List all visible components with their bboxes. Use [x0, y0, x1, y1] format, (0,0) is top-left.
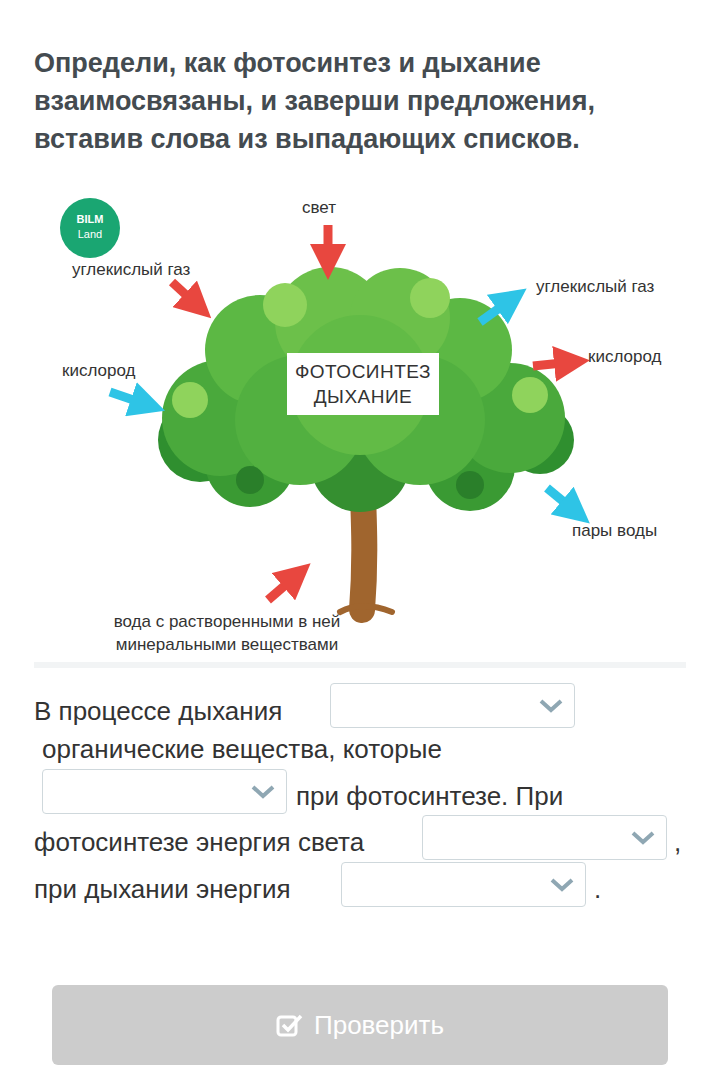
node-text: ФОТОСИНТЕЗ ДЫХАНИЕ: [291, 359, 435, 409]
diagram-label: свет: [302, 198, 336, 218]
sentence-text: ,: [674, 827, 681, 858]
diagram-label: вода с растворенными в ней минеральными …: [57, 610, 397, 656]
check-button: Проверить: [52, 985, 668, 1065]
dropdown: [341, 862, 586, 907]
sentence-text: органические вещества, которые: [42, 734, 442, 765]
logo-circle: [60, 198, 120, 258]
process-box: ФОТОСИНТЕЗ ДЫХАНИЕ: [287, 353, 439, 415]
dropdown: [422, 815, 667, 860]
diagram-label: углекислый газ: [72, 260, 190, 280]
sentence-text: В процессе дыхания: [34, 696, 282, 727]
dropdown: [330, 683, 575, 728]
title: Определи, как фотосинтез и дыхание взаим…: [34, 44, 684, 158]
diagram-label: углекислый газ: [536, 277, 654, 297]
diagram-label: кислород: [588, 347, 661, 367]
diagram-label: пары воды: [572, 521, 657, 541]
dropdown: [42, 769, 287, 814]
logo-text: Land: [74, 228, 106, 241]
foliage: [158, 267, 574, 512]
logo-text: BILM: [74, 213, 106, 226]
node-text: Проверить: [314, 1010, 444, 1041]
sentence-text: при фотосинтезе. При: [296, 781, 563, 812]
flow-arrows: [110, 225, 576, 600]
diagram-label: кислород: [62, 361, 135, 381]
sentence-text: фотосинтезе энергия света: [34, 827, 364, 858]
check-icon: [276, 1012, 304, 1038]
divider: [34, 662, 686, 668]
sentence-text: при дыхании энергия: [34, 874, 291, 905]
sentence-text: .: [594, 874, 601, 905]
